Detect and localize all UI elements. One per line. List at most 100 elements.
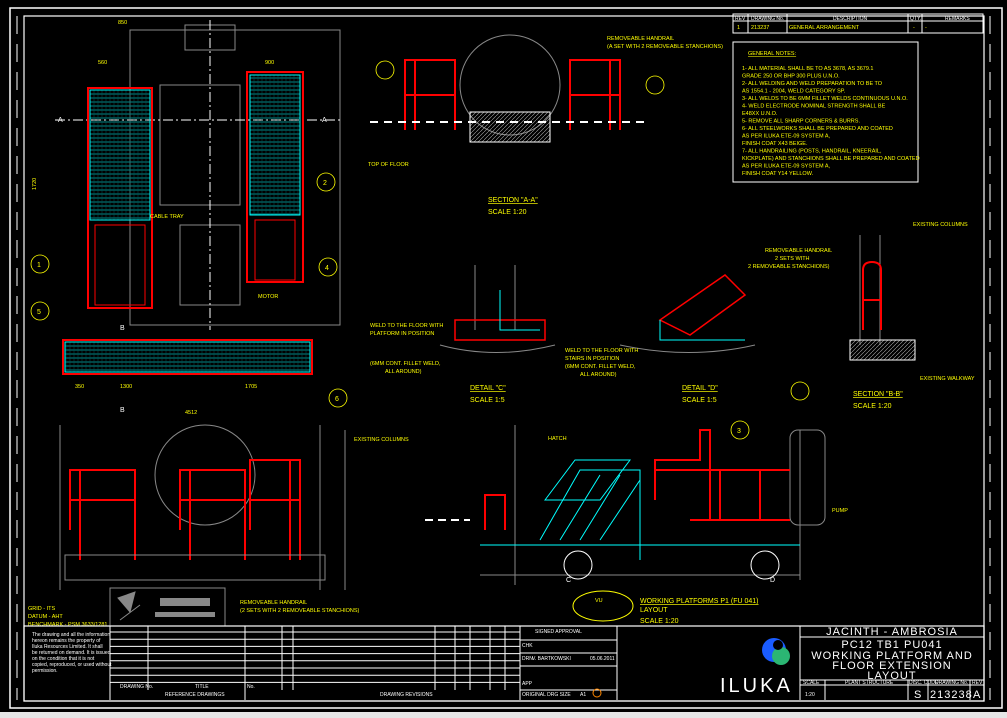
- note-line: 6- ALL STEELWORKS SHALL BE PREPARED AND …: [742, 126, 893, 132]
- callout-numbers: 1 2 3 4 5 6: [37, 180, 741, 435]
- detail-mark-c: C: [566, 577, 571, 584]
- dim-350: 350: [75, 384, 84, 390]
- note-line: FINISH COAT Y14 YELLOW.: [742, 171, 814, 177]
- plan-view: CABLE TRAY MOTOR 850 560 900 1720 1300 1…: [32, 20, 341, 416]
- section-mark-a-left: A: [58, 117, 63, 124]
- project-name: JACINTH - AMBROSIA: [826, 626, 958, 638]
- description-cell: GENERAL ARRANGEMENT: [789, 25, 860, 31]
- callout-3: 3: [737, 428, 741, 435]
- disclaimer-line: permission.: [32, 668, 58, 674]
- weld-stairs-note-3: (6MM CONT. FILLET WELD,: [565, 364, 636, 370]
- remarks-header: REMARKS: [945, 16, 970, 22]
- section-aa-title: SECTION "A-A": [488, 197, 538, 204]
- handrail-label-b1: REMOVEABLE HANDRAIL: [765, 248, 832, 254]
- section-mark-a-right: A: [322, 117, 327, 124]
- layout-scale: SCALE 1:20: [640, 618, 679, 625]
- note-line: 7- ALL HANDRAILING (POSTS, HANDRAIL, KNE…: [742, 149, 882, 155]
- weld-stairs-note-4: ALL AROUND): [580, 372, 617, 378]
- dim-4512: 4512: [185, 410, 197, 416]
- remarks-cell: -: [925, 25, 927, 31]
- detail-c-title: DETAIL "C": [470, 385, 506, 392]
- callout-5: 5: [37, 309, 41, 316]
- drn-date: 05.06.2011: [590, 656, 615, 662]
- revision-table: REV DRAWING No. DESCRIPTION QTY. REMARKS…: [732, 13, 984, 34]
- section-aa-scale: SCALE 1:20: [488, 209, 527, 216]
- rev-label: REV: [972, 680, 983, 686]
- drawing-no-cell: 213237: [751, 25, 769, 31]
- disclaimer-line: be returned on demand. It is issued: [32, 650, 111, 656]
- drawing-no-label: DRAWING No.: [935, 680, 968, 686]
- weld-platform-note-1: WELD TO THE FLOOR WITH: [370, 323, 443, 329]
- chk-label: CHK: [522, 643, 533, 649]
- disc-code: S: [914, 689, 922, 701]
- weld-stairs-note-1: WELD TO THE FLOOR WITH: [565, 348, 638, 354]
- dim-900: 900: [265, 60, 274, 66]
- drawing-no-col: DRAWING No.: [120, 684, 153, 690]
- weld-stairs-note-2: STAIRS IN POSITION: [565, 356, 619, 362]
- weld-platform-note-2: PLATFORM IN POSITION: [370, 331, 434, 337]
- motor-label: MOTOR: [258, 294, 278, 300]
- dim-1300: 1300: [120, 384, 132, 390]
- existing-columns-label-1: EXISTING COLUMNS: [913, 222, 968, 228]
- callout-6: 6: [335, 396, 339, 403]
- notes-title: GENERAL NOTES:: [748, 51, 797, 57]
- drn-name: V. BARTKOWSKI: [532, 656, 571, 662]
- drawing-revisions-label: DRAWING REVISIONS: [380, 692, 433, 698]
- callout-1: 1: [37, 262, 41, 269]
- rev-cell: 1: [737, 25, 740, 31]
- handrail-label-a2: (A SET WITH 2 REMOVEABLE STANCHIONS): [607, 44, 723, 50]
- reference-table-grid: [110, 626, 617, 691]
- layout-subtitle: LAYOUT: [640, 607, 668, 614]
- qty-cell: -: [913, 25, 915, 31]
- iluka-logo: ILUKA: [720, 638, 793, 697]
- detail-c-scale: SCALE 1:5: [470, 397, 505, 404]
- handrail-label-b3: 2 REMOVEABLE STANCHIONS): [748, 264, 830, 270]
- disclaimer-line: on the condition that it is not: [32, 656, 95, 662]
- note-line: 4- WELD ELECTRODE NOMINAL STRENGTH SHALL…: [742, 104, 886, 110]
- note-line: GRADE 250 OR BHP 300 PLUS U.N.O.: [742, 74, 840, 80]
- dim-1705: 1705: [245, 384, 257, 390]
- disclaimer-line: Iluka Resources Limited. It shall: [32, 644, 103, 650]
- note-line: AS PER ILUKA ETE-09 SYSTEM A,: [742, 164, 831, 170]
- note-line: AS 1554.1 - 2004, WELD CATEGORY SP.: [742, 89, 846, 95]
- handrail-label-a: REMOVEABLE HANDRAIL: [607, 36, 674, 42]
- existing-walkway-label: EXISTING WALKWAY: [920, 376, 975, 382]
- scale-value: 1:20: [805, 692, 815, 698]
- notes-list: 1- ALL MATERIAL SHALL BE TO AS 3678, AS …: [742, 66, 920, 177]
- general-notes: GENERAL NOTES: 1- ALL MATERIAL SHALL BE …: [732, 41, 920, 183]
- callout-2: 2: [323, 180, 327, 187]
- benchmark: BENCHMARK - PSM 3633/1281: [28, 622, 107, 628]
- section-bb-title: SECTION "B-B": [853, 391, 903, 398]
- logo-text: ILUKA: [720, 675, 793, 697]
- north-arrow-icon: [109, 587, 226, 627]
- top-of-floor-label: TOP OF FLOOR: [368, 162, 409, 168]
- note-line: KICKPLATE) AND STANCHIONS SHALL BE PREPA…: [742, 156, 920, 162]
- handrail-label-b2: 2 SETS WITH: [775, 256, 810, 262]
- drawing-number: 213238: [930, 689, 973, 701]
- drawing-no-header: DRAWING No.: [751, 16, 784, 22]
- title-col: TITLE: [195, 684, 209, 690]
- view-tag: VU: [595, 598, 603, 604]
- title-line-2: WORKING PLATFORM AND: [811, 650, 973, 662]
- title-line-1: PC12 TB1 PU041: [841, 639, 942, 651]
- disclaimer-line: The drawing and all the information: [32, 632, 110, 638]
- detail-d: WELD TO THE FLOOR WITH STAIRS IN POSITIO…: [565, 274, 756, 404]
- cable-tray-label: CABLE TRAY: [150, 214, 184, 220]
- disclaimer-line: copied, reproduced, or used without: [32, 662, 112, 668]
- section-b-b: REMOVEABLE HANDRAIL 2 SETS WITH 2 REMOVE…: [748, 222, 975, 410]
- dim-850: 850: [118, 20, 127, 26]
- plant-structure-label: PLANT STRUCTURE: [845, 680, 894, 686]
- description-header: DESCRIPTION: [833, 16, 868, 22]
- note-line: 2- ALL WELDING AND WELD PREPARATION TO B…: [742, 81, 883, 87]
- pump-label: PUMP: [832, 508, 848, 514]
- detail-d-title: DETAIL "D": [682, 385, 718, 392]
- dim-1720: 1720: [32, 178, 38, 190]
- signed-approval-label: SIGNED APPROVAL: [535, 629, 582, 635]
- section-mark-b-top: B: [120, 325, 125, 332]
- scale-label: SCALE: [803, 680, 820, 686]
- drn-label: DRN: [522, 656, 533, 662]
- detail-c: WELD TO THE FLOOR WITH PLATFORM IN POSIT…: [370, 265, 556, 404]
- section-bb-scale: SCALE 1:20: [853, 403, 892, 410]
- detail-d-scale: SCALE 1:5: [682, 397, 717, 404]
